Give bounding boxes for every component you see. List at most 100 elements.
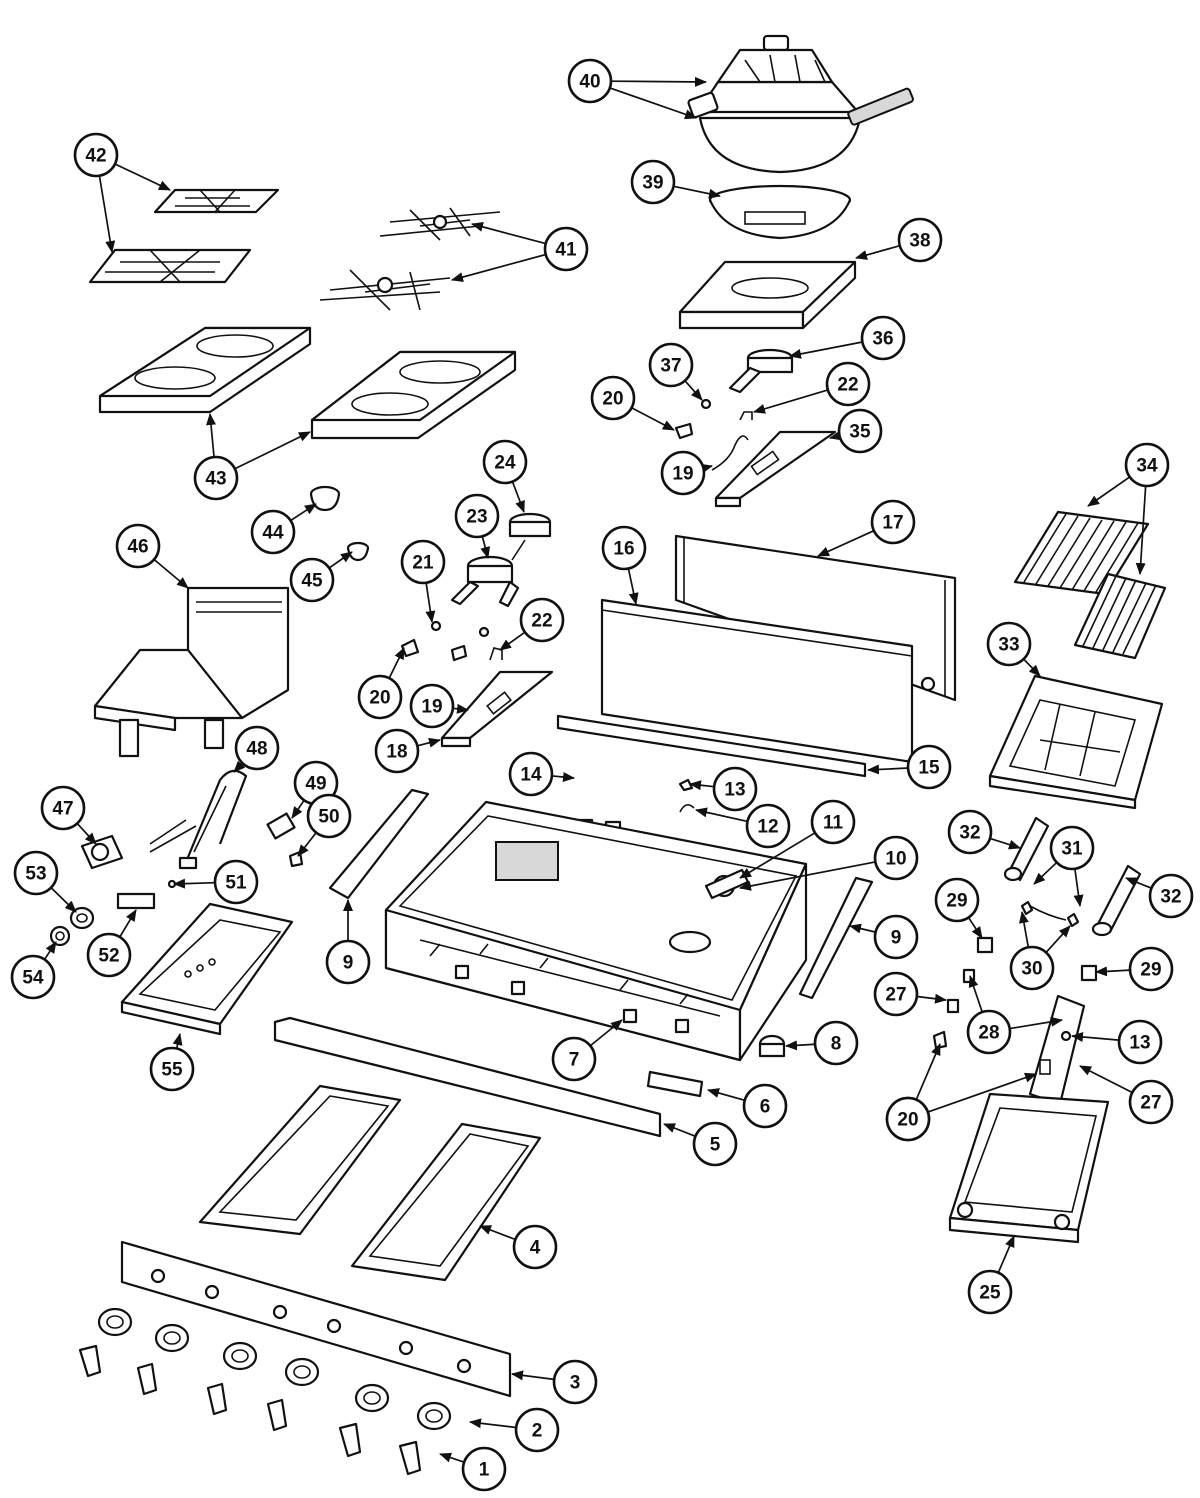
leader-line-20 bbox=[388, 647, 405, 679]
callout-label: 20 bbox=[602, 389, 623, 410]
callout-45: 45 bbox=[289, 557, 335, 603]
callout-36: 36 bbox=[860, 315, 906, 361]
callout-32: 32 bbox=[947, 809, 993, 855]
callout-label: 1 bbox=[479, 1460, 490, 1481]
leader-line-34 bbox=[1087, 476, 1131, 507]
callout-label: 38 bbox=[909, 231, 930, 252]
callout-circle bbox=[810, 799, 856, 845]
callout-circle bbox=[873, 914, 919, 960]
bezel-part bbox=[49, 925, 71, 947]
burner-box-part bbox=[120, 902, 294, 1036]
callout-label: 20 bbox=[369, 688, 390, 709]
callout-9: 9 bbox=[873, 914, 919, 960]
orifice-part bbox=[430, 620, 442, 632]
leader-line-29 bbox=[967, 917, 983, 939]
orifice-part bbox=[700, 398, 712, 410]
leader-line-44 bbox=[290, 503, 317, 522]
callout-11: 11 bbox=[810, 799, 856, 845]
callout-label: 44 bbox=[262, 523, 284, 544]
leader-line-53 bbox=[50, 887, 77, 913]
callout-circle bbox=[250, 509, 296, 555]
clip-part bbox=[739, 411, 753, 421]
callout-circle bbox=[512, 1224, 558, 1270]
callout-circle bbox=[1148, 873, 1194, 919]
callout-53: 53 bbox=[13, 850, 59, 896]
callout-13: 13 bbox=[712, 766, 758, 812]
burner-bracket-part bbox=[714, 430, 837, 508]
callout-2: 2 bbox=[514, 1407, 560, 1453]
callout-label: 34 bbox=[1136, 456, 1158, 477]
spark-part bbox=[946, 998, 960, 1014]
leader-line-43 bbox=[206, 413, 217, 458]
leader-line-28 bbox=[1009, 1016, 1063, 1030]
callout-circle bbox=[745, 803, 791, 849]
callout-label: 6 bbox=[760, 1097, 771, 1118]
callout-54: 54 bbox=[10, 954, 56, 1000]
leader-lines bbox=[43, 76, 1152, 1464]
callout-circle bbox=[897, 217, 943, 263]
callout-55: 55 bbox=[149, 1046, 195, 1092]
leader-line-42 bbox=[98, 175, 116, 253]
callout-circle bbox=[86, 932, 132, 978]
callout-50: 50 bbox=[306, 793, 352, 839]
callout-circle bbox=[234, 725, 280, 771]
leader-line-30 bbox=[1019, 911, 1030, 948]
callout-circle bbox=[1128, 1079, 1174, 1125]
callout-31: 31 bbox=[1049, 825, 1095, 871]
leader-line-27 bbox=[1079, 1065, 1133, 1094]
connector-part bbox=[266, 812, 296, 840]
callout-8: 8 bbox=[813, 1020, 859, 1066]
callout-51: 51 bbox=[213, 859, 259, 905]
callout-22: 22 bbox=[519, 597, 565, 643]
burner-bracket-part bbox=[440, 670, 554, 748]
orifice-part bbox=[478, 626, 490, 638]
drip-pan-right-part bbox=[350, 1122, 542, 1282]
leader-line-38 bbox=[855, 244, 901, 260]
callout-circle bbox=[1009, 945, 1055, 991]
callout-label: 49 bbox=[305, 774, 326, 795]
callout-label: 27 bbox=[1140, 1093, 1161, 1114]
callout-circle bbox=[289, 557, 335, 603]
callout-circle bbox=[40, 785, 86, 831]
leader-line-32 bbox=[1125, 877, 1152, 889]
callout-circle bbox=[567, 58, 613, 104]
bracket-part bbox=[976, 936, 994, 954]
leader-line-22 bbox=[753, 389, 829, 414]
leader-line-1 bbox=[439, 1452, 465, 1464]
callout-label: 40 bbox=[579, 72, 600, 93]
valve-part bbox=[450, 644, 468, 662]
callout-circle bbox=[885, 1096, 931, 1142]
callout-label: 3 bbox=[570, 1373, 581, 1394]
callout-28: 28 bbox=[966, 1009, 1012, 1055]
screw-part bbox=[678, 778, 694, 792]
callout-43: 43 bbox=[193, 455, 239, 501]
leader-line-6 bbox=[707, 1088, 746, 1102]
callout-18: 18 bbox=[374, 728, 420, 774]
callout-circle bbox=[306, 793, 352, 839]
callout-27: 27 bbox=[873, 971, 919, 1017]
callout-label: 7 bbox=[569, 1050, 580, 1071]
callout-14: 14 bbox=[508, 751, 554, 797]
wok-lid-part bbox=[696, 34, 860, 114]
callout-24: 24 bbox=[482, 439, 528, 485]
callout-circle bbox=[648, 342, 694, 388]
callout-circle bbox=[454, 493, 500, 539]
knob-small-part bbox=[346, 541, 370, 562]
tube-part bbox=[149, 819, 197, 853]
callout-label: 14 bbox=[520, 765, 542, 786]
callout-7: 7 bbox=[551, 1036, 597, 1082]
leader-line-52 bbox=[119, 909, 137, 938]
callout-circle bbox=[813, 1020, 859, 1066]
callout-32: 32 bbox=[1148, 873, 1194, 919]
range-body-frame-part bbox=[384, 800, 808, 1062]
leader-line-21 bbox=[425, 582, 436, 623]
callout-label: 45 bbox=[301, 571, 323, 592]
callout-circle bbox=[115, 523, 161, 569]
front-rail-part bbox=[273, 1016, 662, 1138]
callout-label: 15 bbox=[918, 758, 940, 779]
callout-5: 5 bbox=[692, 1121, 738, 1167]
wok-ring-part bbox=[708, 184, 852, 240]
callout-label: 23 bbox=[466, 507, 487, 528]
callout-29: 29 bbox=[1128, 946, 1174, 992]
